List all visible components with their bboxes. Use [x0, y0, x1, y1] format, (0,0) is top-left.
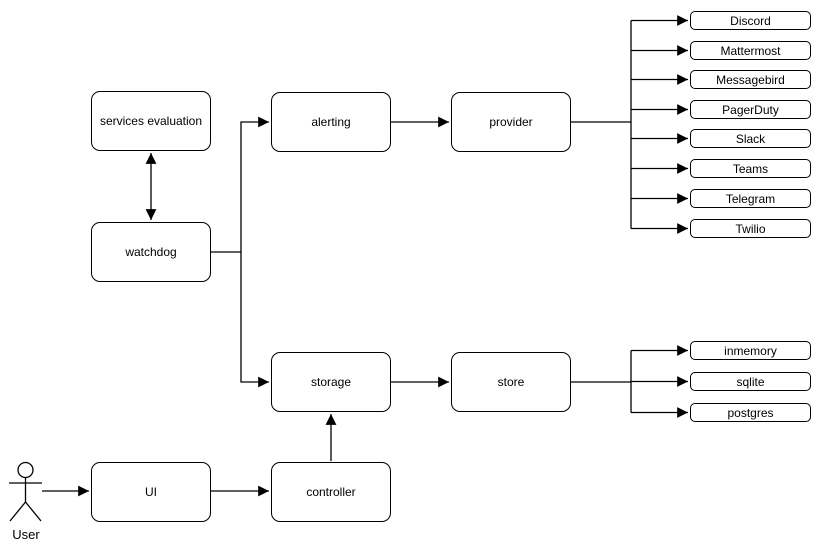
node-watchdog[interactable]: watchdog [91, 222, 211, 282]
user-actor-figure[interactable] [9, 461, 42, 522]
node-storage-label: storage [310, 375, 352, 389]
leaf-store-postgres[interactable]: postgres [690, 403, 811, 422]
node-alerting-label: alerting [311, 115, 351, 129]
leaf-provider-discord[interactable]: Discord [690, 11, 811, 30]
node-services-evaluation-label: services evaluation [99, 114, 203, 128]
node-ui[interactable]: UI [91, 462, 211, 522]
node-storage[interactable]: storage [271, 352, 391, 412]
leaf-store-inmemory-label: inmemory [724, 343, 777, 358]
leaf-provider-mattermost-label: Mattermost [720, 43, 781, 58]
leaf-provider-teams-label: Teams [732, 161, 769, 176]
leaf-provider-telegram[interactable]: Telegram [690, 189, 811, 208]
user-actor-label: User [12, 527, 40, 542]
node-provider[interactable]: provider [451, 92, 571, 152]
leaf-provider-teams[interactable]: Teams [690, 159, 811, 178]
leaf-provider-discord-label: Discord [730, 13, 771, 28]
node-store[interactable]: store [451, 352, 571, 412]
leaf-provider-twilio-label: Twilio [735, 221, 766, 236]
leaf-provider-messagebird-label: Messagebird [716, 72, 785, 87]
node-store-label: store [497, 375, 525, 389]
node-watchdog-label: watchdog [125, 245, 177, 259]
leaf-store-postgres-label: postgres [727, 405, 774, 420]
node-ui-label: UI [145, 485, 157, 499]
leaf-store-sqlite-label: sqlite [736, 374, 765, 389]
edge-watchdog-storage [240, 252, 269, 388]
leaf-provider-twilio[interactable]: Twilio [690, 219, 811, 238]
node-controller-label: controller [306, 485, 356, 499]
leaf-provider-slack-label: Slack [735, 131, 766, 146]
leaf-store-inmemory[interactable]: inmemory [690, 341, 811, 360]
node-services-evaluation[interactable]: services evaluation [91, 91, 211, 151]
node-alerting[interactable]: alerting [271, 92, 391, 152]
leaf-provider-telegram-label: Telegram [725, 191, 776, 206]
leaf-provider-pagerduty[interactable]: PagerDuty [690, 100, 811, 119]
node-controller[interactable]: controller [271, 462, 391, 522]
leaf-provider-slack[interactable]: Slack [690, 129, 811, 148]
leaf-store-sqlite[interactable]: sqlite [690, 372, 811, 391]
node-provider-label: provider [489, 115, 533, 129]
leaf-provider-messagebird[interactable]: Messagebird [690, 70, 811, 89]
edge-watchdog-alerting [211, 116, 269, 253]
leaf-provider-mattermost[interactable]: Mattermost [690, 41, 811, 60]
leaf-provider-pagerduty-label: PagerDuty [722, 102, 779, 117]
